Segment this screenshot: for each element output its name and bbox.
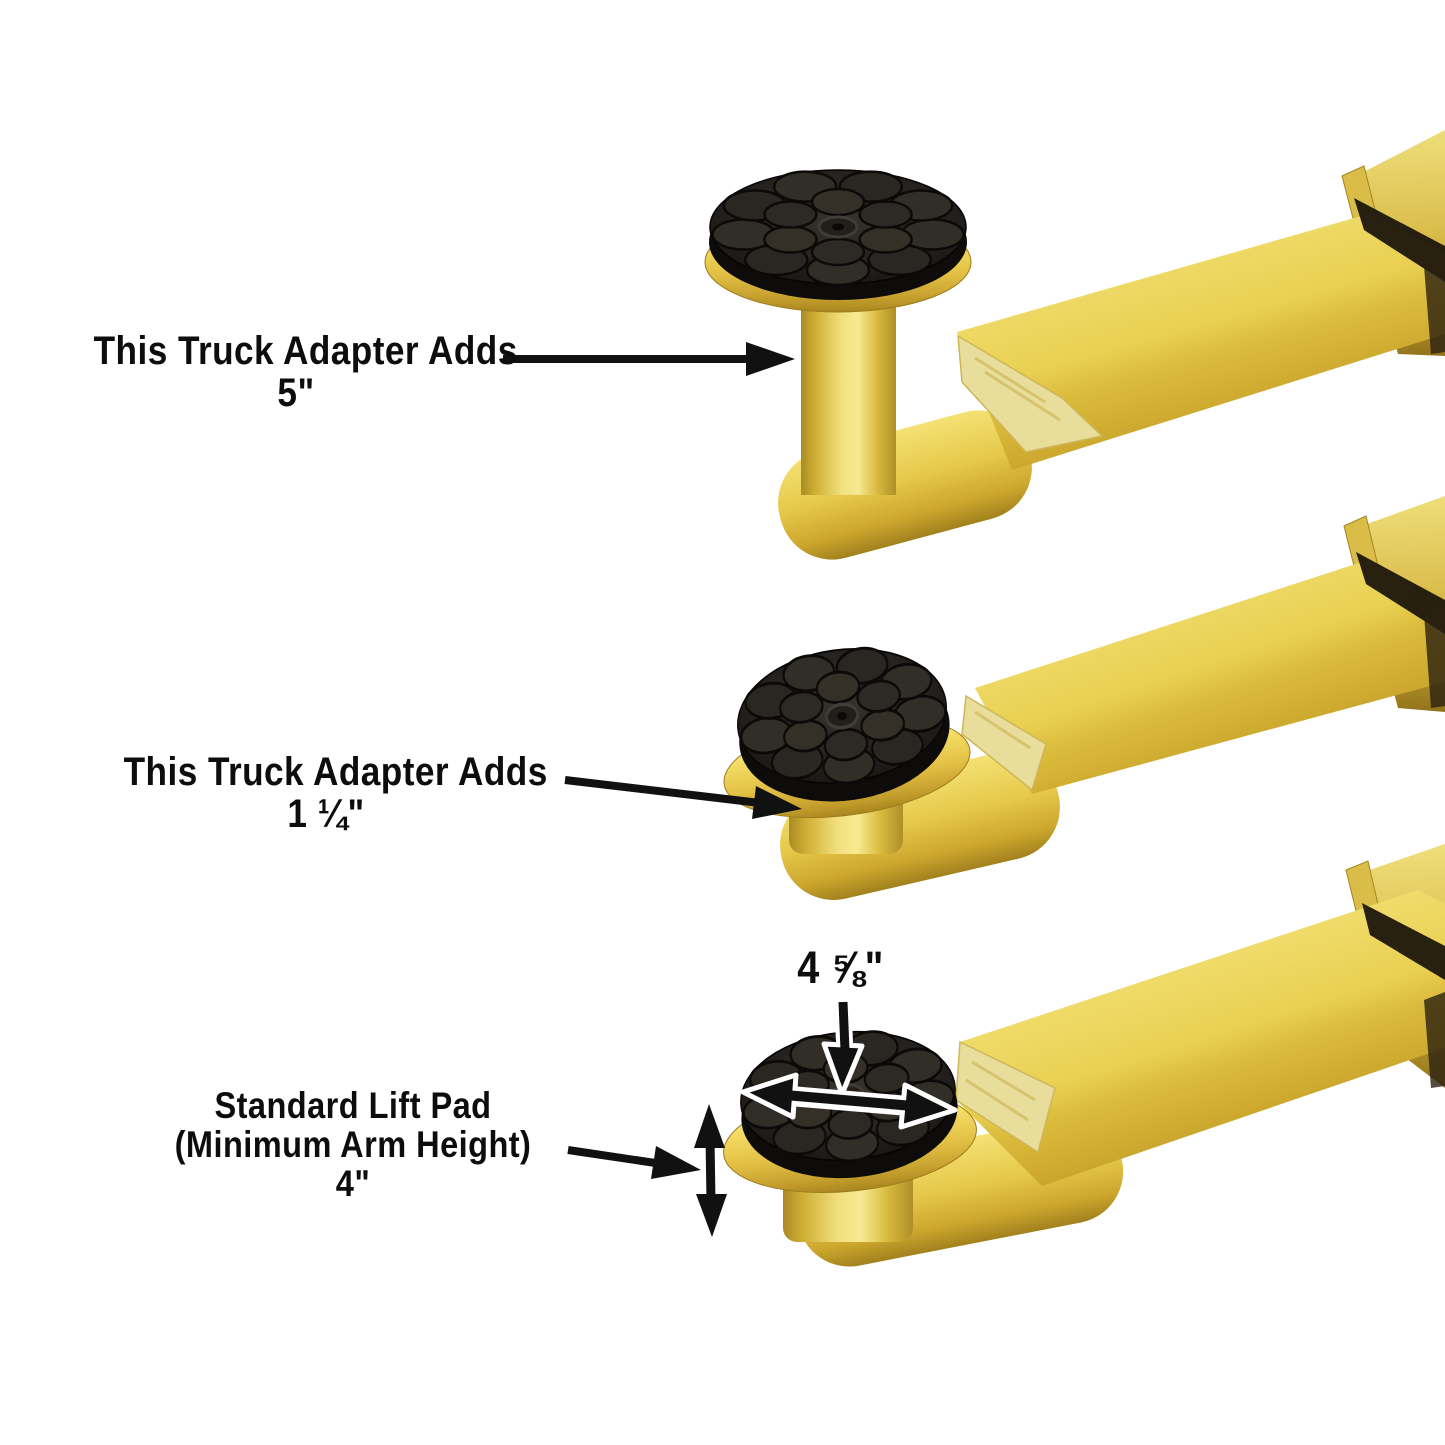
sleeve-side-shadow [1424, 606, 1445, 708]
label-line: (Minimum Arm Height) [174, 1124, 532, 1166]
label-value: 4" [335, 1163, 371, 1205]
arm-assembly-standard-pad [723, 844, 1445, 1267]
telescoping-beam [957, 214, 1445, 470]
leader-arrow-5in [503, 342, 795, 376]
label-value: 4 ⅝" [797, 942, 884, 993]
sleeve-side-shadow [1424, 992, 1445, 1088]
label-truck-adapter-5in: This Truck Adapter Adds 5" [93, 329, 518, 416]
arm-assembly-1-25in-adapter [723, 496, 1445, 900]
sheared-cut-face [961, 694, 1047, 792]
cut-face-streaks [974, 356, 1061, 422]
label-value: 1 ¼" [287, 792, 365, 837]
sleeve-gap-shadow [1356, 552, 1445, 634]
adapter-cylinder-5in [801, 300, 896, 495]
leader-arrow-1-25in [564, 776, 802, 819]
annotation-arrows [503, 342, 958, 1237]
sleeve-gap-shadow [1354, 198, 1445, 282]
height-double-arrow [694, 1104, 727, 1237]
label-pad-diameter: 4 ⅝" [750, 944, 930, 992]
sleeve-side-shadow [1424, 258, 1445, 354]
diameter-pointer-arrow [821, 1001, 865, 1097]
diameter-double-arrow [740, 1072, 958, 1130]
arm-assembly-5in-adapter [704, 130, 1445, 560]
label-standard-lift-pad: Standard Lift Pad (Minimum Arm Height) 4… [151, 1086, 556, 1204]
label-line: Standard Lift Pad [214, 1085, 492, 1126]
sheared-cut-face [955, 1040, 1056, 1154]
telescoping-beam [975, 560, 1445, 794]
sleeve-gap-shadow [1362, 903, 1445, 980]
leader-arrow-standard [567, 1146, 701, 1179]
cut-face-streaks [965, 1060, 1036, 1122]
cut-face-streaks [974, 710, 1031, 750]
rubber-lift-pad [707, 168, 969, 302]
label-value: 5" [277, 371, 315, 416]
label-truck-adapter-1-25in: This Truck Adapter Adds 1 ¼" [123, 750, 548, 837]
label-line: This Truck Adapter Adds [123, 750, 548, 794]
label-line: This Truck Adapter Adds [93, 329, 518, 373]
telescoping-beam [956, 890, 1445, 1186]
